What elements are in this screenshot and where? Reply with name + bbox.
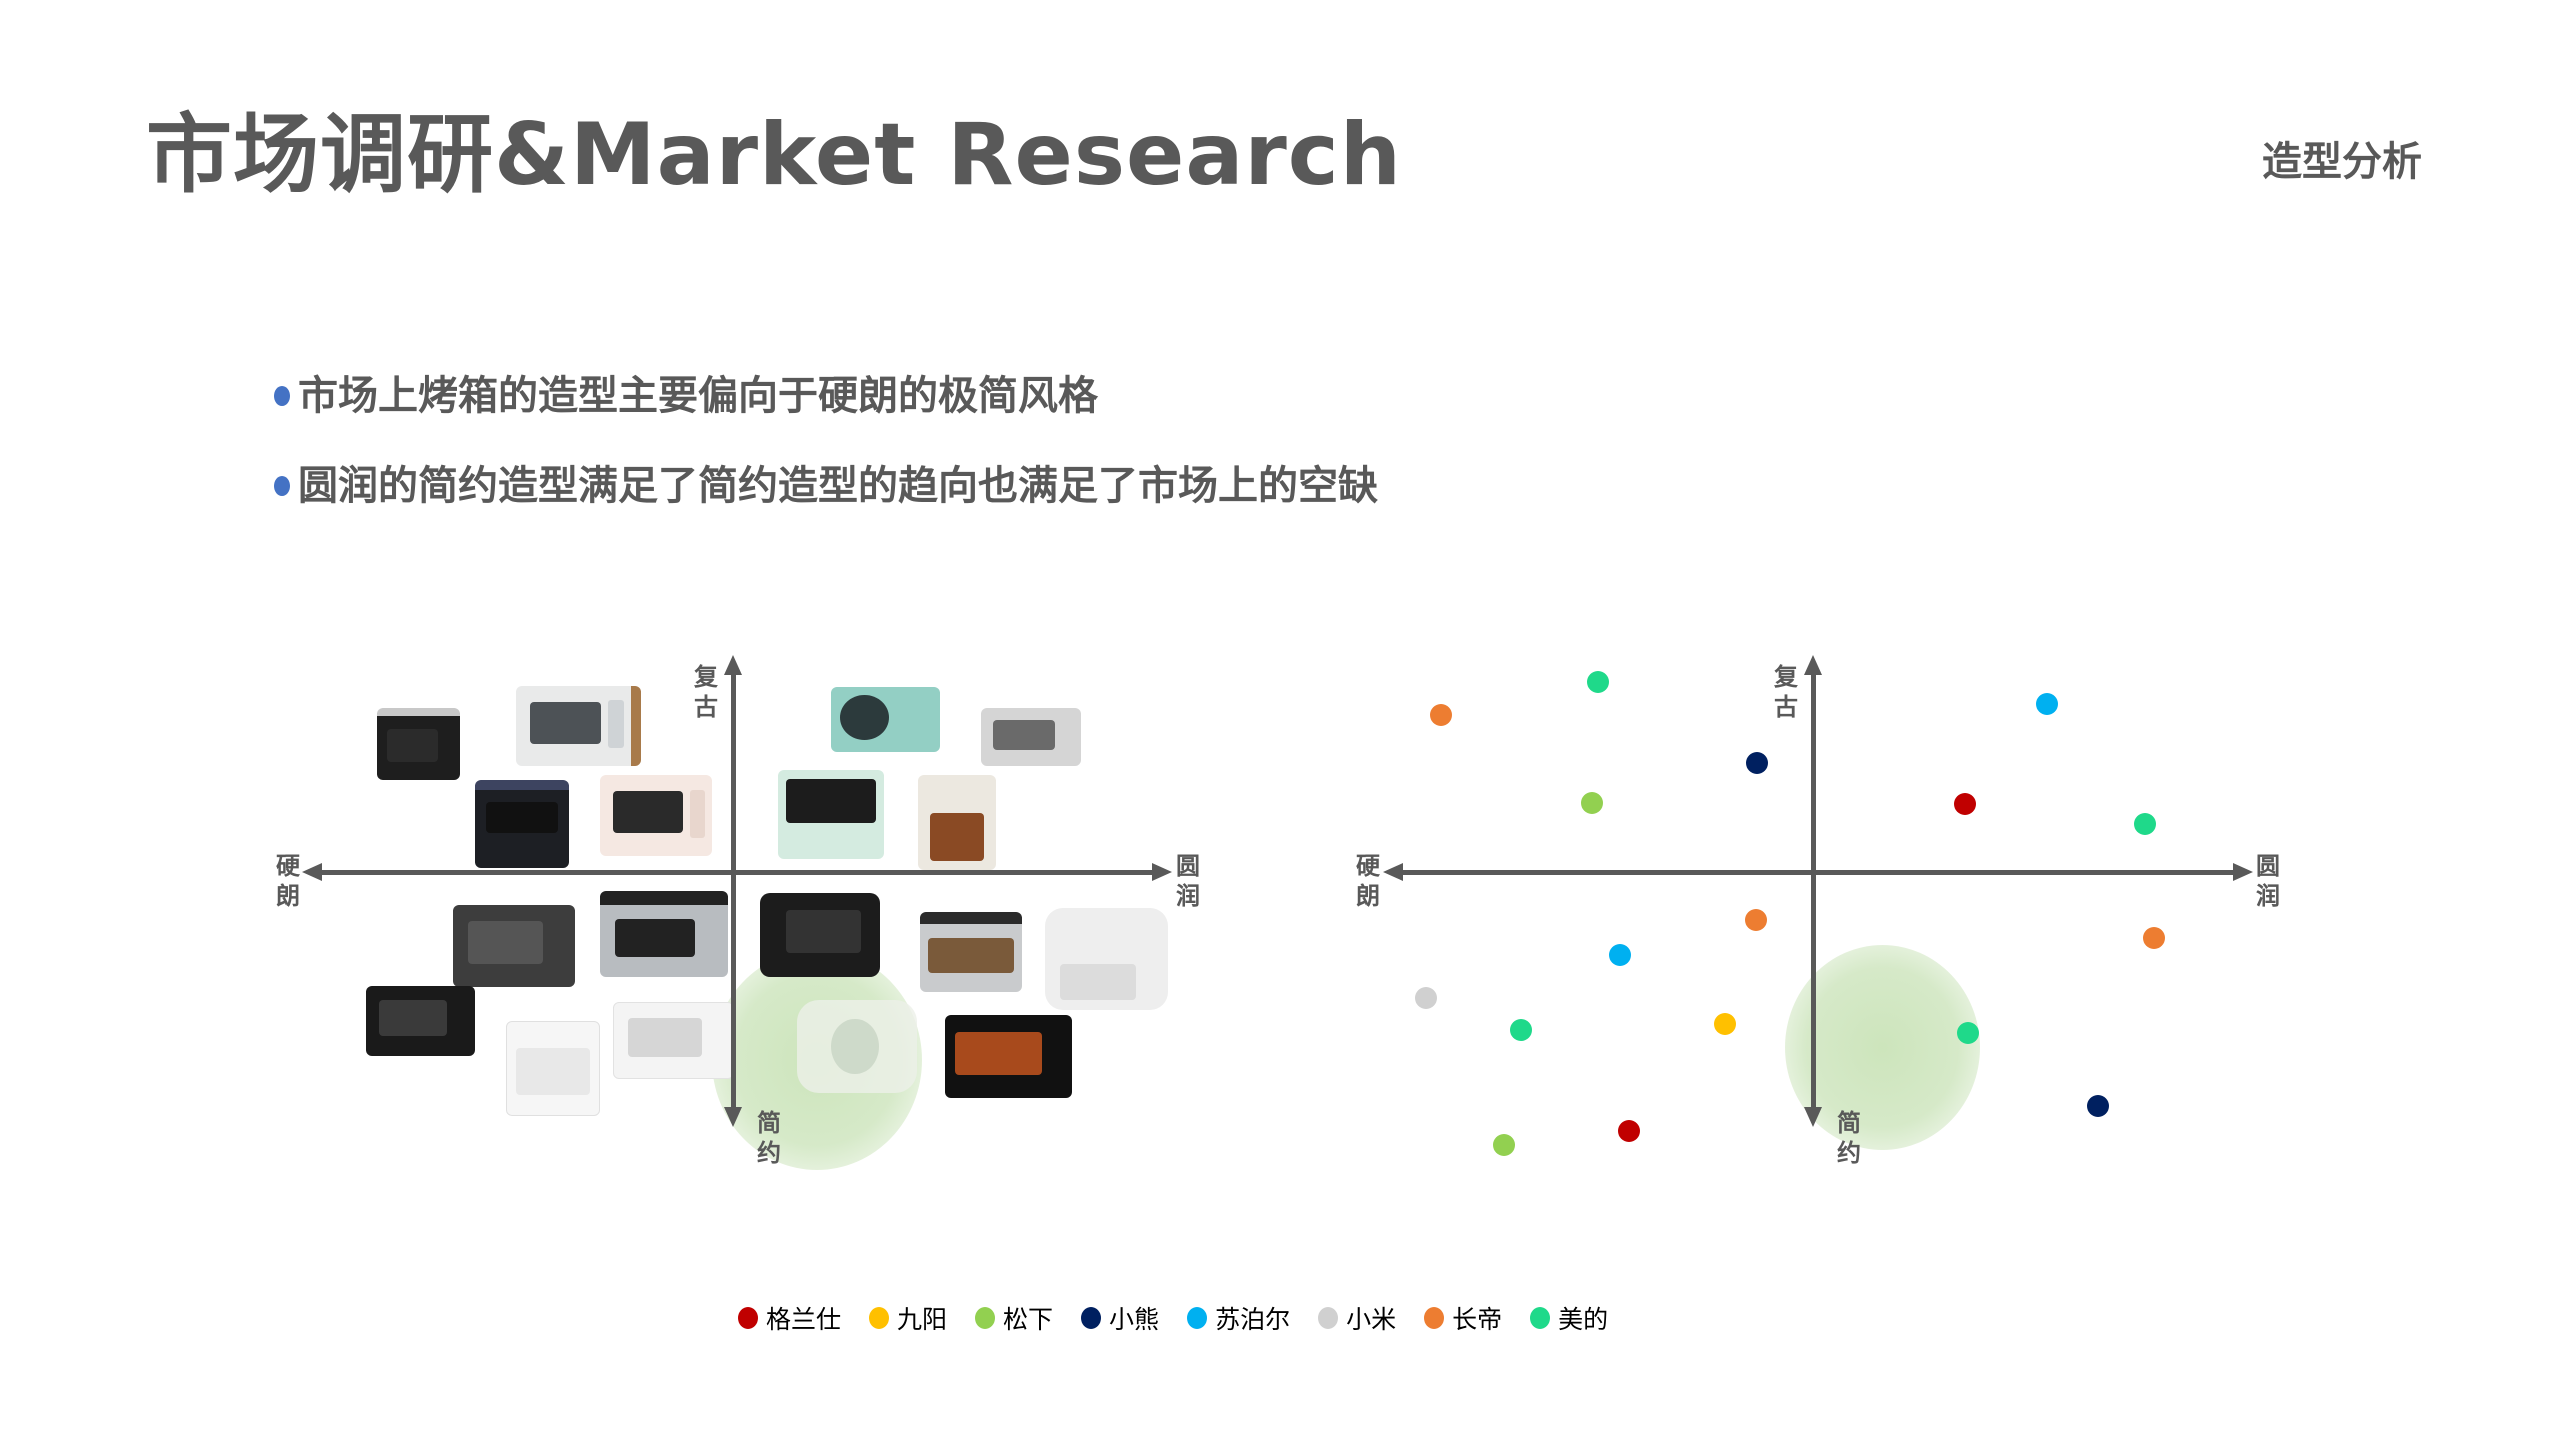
legend-dot-icon [1318, 1307, 1339, 1329]
legend-item: 长帝 [1424, 1300, 1502, 1336]
section-label: 造型分析 [2262, 139, 2422, 185]
axis-label-top: 复古 [694, 663, 718, 721]
scatter-point [1430, 704, 1452, 726]
legend-label: 格兰仕 [766, 1305, 842, 1334]
axis-label-right: 圆润 [2256, 852, 2280, 910]
chart-legend: 格兰仕 九阳 松下 小熊 苏泊尔 小米 长帝 美的 [738, 1300, 1636, 1336]
scatter-point [1587, 671, 1609, 693]
axis-label-bottom: 简约 [1837, 1109, 1861, 1167]
scatter-point [1609, 944, 1631, 966]
scatter-point [2087, 1095, 2109, 1117]
arrow-down-icon [1804, 1107, 1822, 1127]
scatter-point [2134, 813, 2156, 835]
legend-label: 小熊 [1109, 1305, 1160, 1334]
product-white-retro-oven [516, 686, 641, 766]
bullet-item: 市场上烤箱的造型主要偏向于硬朗的极简风格 [274, 376, 1098, 416]
page-title: 市场调研&Market Research [146, 105, 1402, 205]
product-black-microwave [366, 986, 475, 1056]
scatter-point [1954, 793, 1976, 815]
legend-item: 松下 [975, 1300, 1053, 1336]
legend-dot-icon [1081, 1307, 1102, 1329]
scatter-point [1714, 1013, 1736, 1035]
scatter-point [2143, 927, 2165, 949]
scatter-point [1746, 752, 1768, 774]
arrow-left-icon [302, 863, 322, 881]
axis-label-bottom: 简约 [757, 1109, 781, 1167]
product-black-compact-microwave [760, 893, 880, 977]
legend-label: 九阳 [897, 1305, 948, 1334]
product-steel-toaster-oven [981, 708, 1081, 766]
legend-item: 美的 [1530, 1300, 1608, 1336]
legend-item: 格兰仕 [738, 1300, 841, 1336]
legend-label: 长帝 [1452, 1305, 1503, 1334]
arrow-right-icon [1152, 863, 1172, 881]
arrow-left-icon [1383, 863, 1403, 881]
axis-label-top: 复古 [1774, 663, 1798, 721]
legend-dot-icon [869, 1307, 890, 1329]
product-steel-combi-oven [600, 891, 728, 977]
scatter-point [2036, 693, 2058, 715]
product-cream-pink-oven [600, 775, 712, 856]
bullet-text: 圆润的简约造型满足了简约造型的趋向也满足了市场上的空缺 [298, 463, 1378, 509]
product-black-steam-oven [945, 1015, 1072, 1098]
product-steel-air-fryer-oven [920, 912, 1022, 992]
legend-dot-icon [1187, 1307, 1208, 1329]
bullet-dot-icon [274, 476, 290, 496]
legend-item: 九阳 [869, 1300, 947, 1336]
legend-item: 小熊 [1081, 1300, 1159, 1336]
x-axis [320, 870, 1155, 875]
scatter-point [1415, 987, 1437, 1009]
axis-label-left: 硬朗 [276, 852, 300, 910]
scatter-point [1510, 1019, 1532, 1041]
legend-item: 小米 [1318, 1300, 1396, 1336]
arrow-right-icon [2233, 863, 2253, 881]
product-rounded-concept [797, 1000, 917, 1093]
x-axis [1400, 870, 2236, 875]
arrow-up-icon [724, 655, 742, 675]
bullet-item: 圆润的简约造型满足了简约造型的趋向也满足了市场上的空缺 [274, 466, 1378, 506]
axis-label-right: 圆润 [1176, 852, 1200, 910]
scatter-point [1581, 792, 1603, 814]
bullet-dot-icon [274, 386, 290, 406]
y-axis [1811, 672, 1816, 1112]
product-mint-toaster-oven [778, 770, 884, 859]
legend-label: 松下 [1003, 1305, 1054, 1334]
axis-label-left: 硬朗 [1356, 852, 1380, 910]
product-black-double-oven [475, 780, 569, 868]
legend-dot-icon [975, 1307, 996, 1329]
scatter-point [1493, 1134, 1515, 1156]
arrow-down-icon [724, 1107, 742, 1127]
product-white-round-air-fryer [1045, 908, 1168, 1010]
legend-dot-icon [738, 1307, 758, 1329]
scatter-point [1618, 1120, 1640, 1142]
y-axis [731, 672, 736, 1112]
scatter-point [1957, 1022, 1979, 1044]
legend-label: 美的 [1558, 1305, 1609, 1334]
product-dark-microwave [453, 905, 575, 987]
product-white-toaster [613, 1002, 734, 1079]
legend-dot-icon [1424, 1307, 1445, 1329]
product-mint-microwave [831, 687, 940, 752]
scatter-point [1745, 909, 1767, 931]
bullet-text: 市场上烤箱的造型主要偏向于硬朗的极简风格 [298, 373, 1098, 419]
product-black-compact-oven [377, 708, 460, 780]
product-cream-air-fryer-oven [918, 775, 996, 870]
legend-item: 苏泊尔 [1187, 1300, 1290, 1336]
product-white-built-in-oven [506, 1021, 600, 1116]
arrow-up-icon [1804, 655, 1822, 675]
legend-label: 苏泊尔 [1215, 1305, 1291, 1334]
legend-dot-icon [1530, 1307, 1551, 1329]
legend-label: 小米 [1346, 1305, 1397, 1334]
